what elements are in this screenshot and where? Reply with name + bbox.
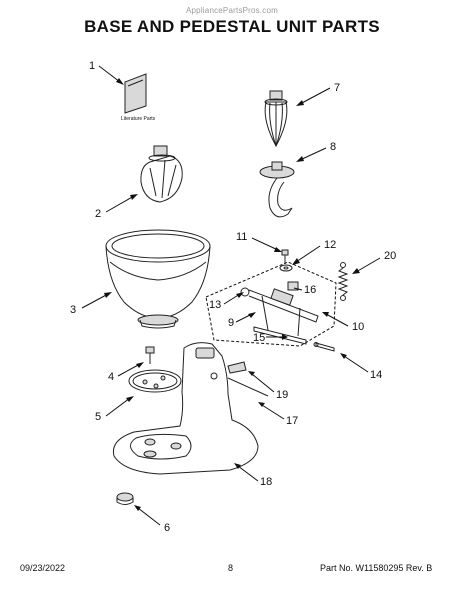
footer-page-number: 8	[228, 563, 234, 573]
callout-13: 13	[209, 292, 244, 311]
callout-4: 4	[108, 362, 144, 383]
part-19-pin[interactable]	[227, 361, 247, 374]
part-7-wire-whip[interactable]	[264, 90, 288, 148]
callout-14: 14	[340, 353, 382, 381]
svg-text:17: 17	[286, 415, 298, 427]
callout-3: 3	[70, 292, 112, 316]
svg-text:6: 6	[164, 522, 170, 534]
svg-text:19: 19	[276, 389, 288, 401]
svg-text:5: 5	[95, 411, 101, 423]
part-10-hinge-assembly[interactable]	[205, 261, 337, 347]
footer-part-number: Part No. W11580295 Rev. B	[320, 563, 433, 573]
svg-text:16: 16	[304, 284, 316, 296]
part-4-screw[interactable]	[145, 346, 155, 364]
svg-text:9: 9	[228, 317, 234, 329]
callout-18: 18	[234, 463, 272, 488]
part-12-washer[interactable]	[279, 264, 293, 272]
svg-text:20: 20	[384, 250, 396, 262]
literature-label: Literature Parts	[121, 116, 156, 122]
callout-12: 12	[292, 239, 336, 265]
svg-text:10: 10	[352, 321, 364, 333]
callout-6: 6	[134, 505, 170, 534]
callout-2: 2	[95, 194, 138, 220]
svg-text:3: 3	[70, 304, 76, 316]
part-11-screw[interactable]	[281, 249, 289, 264]
watermark: AppliancePartsPros.com	[186, 6, 278, 15]
svg-text:8: 8	[330, 141, 336, 153]
callout-1: 1	[89, 60, 124, 85]
footer-date: 09/23/2022	[20, 563, 66, 573]
callout-11: 11	[236, 231, 282, 252]
callout-8: 8	[296, 141, 336, 162]
part-18-pedestal[interactable]	[112, 342, 259, 475]
svg-text:2: 2	[95, 208, 101, 220]
part-3-bowl[interactable]	[105, 229, 211, 329]
callout-5: 5	[95, 396, 134, 423]
svg-text:15: 15	[253, 332, 265, 344]
part-17-rod[interactable]	[227, 377, 269, 397]
svg-text:1: 1	[89, 60, 95, 72]
svg-text:13: 13	[209, 299, 221, 311]
part-20-spring[interactable]	[337, 262, 349, 301]
part-2-flat-beater[interactable]	[140, 145, 183, 203]
part-1-literature[interactable]: Literature Parts	[121, 73, 156, 122]
callout-19: 19	[248, 371, 288, 401]
part-6-foot[interactable]	[116, 492, 134, 505]
callout-20: 20	[352, 250, 396, 274]
callout-15: 15	[253, 332, 288, 344]
part-8-dough-hook[interactable]	[259, 161, 295, 218]
part-14-pin[interactable]	[313, 342, 335, 352]
svg-text:7: 7	[334, 82, 340, 94]
callout-10: 10	[322, 312, 364, 333]
svg-text:18: 18	[260, 476, 272, 488]
callout-16: 16	[293, 284, 316, 296]
svg-text:4: 4	[108, 371, 114, 383]
callout-9: 9	[228, 312, 256, 329]
svg-text:12: 12	[324, 239, 336, 251]
part-5-clamping-plate[interactable]	[128, 369, 182, 393]
svg-text:11: 11	[236, 231, 247, 243]
svg-text:14: 14	[370, 369, 382, 381]
callout-7: 7	[296, 82, 340, 106]
callout-17: 17	[258, 402, 298, 427]
page-title: BASE AND PEDESTAL UNIT PARTS	[84, 17, 380, 36]
